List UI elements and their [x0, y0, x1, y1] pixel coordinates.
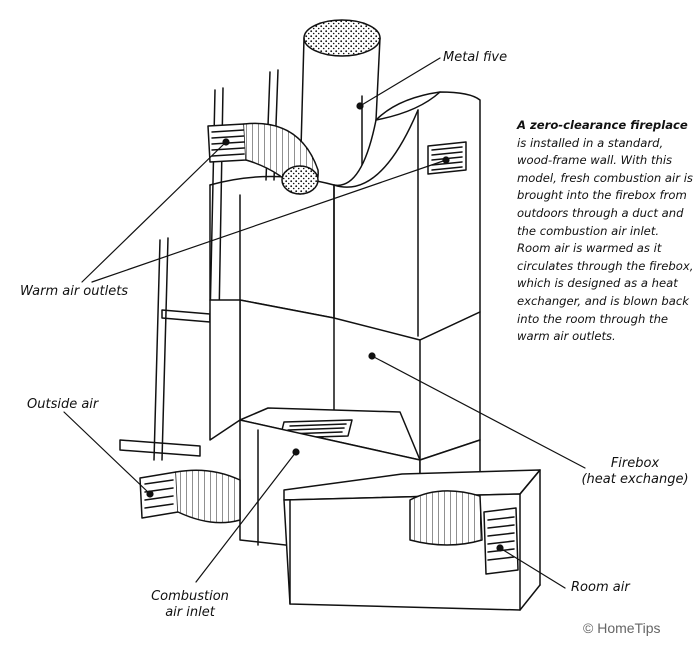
firebox-label-line2: (heat exchange) [581, 472, 689, 487]
description-text: A zero-clearance fireplace is installed … [517, 117, 695, 346]
warm-air-outlets-label: Warm air outlets [20, 284, 129, 299]
room-air-label: Room air [571, 580, 630, 595]
warm-air-outlet-left [207, 122, 319, 195]
description-body: is installed in a standard, wood-frame w… [517, 135, 694, 344]
firebox-label: Firebox (heat exchange) [580, 456, 690, 488]
leader-lines [63, 57, 586, 589]
combustion-label-line1: Combustion [151, 589, 229, 604]
metal-flue-label: Metal five [443, 50, 508, 65]
outside-air-duct [139, 469, 241, 524]
description-lead: A zero-clearance fireplace [517, 118, 688, 132]
firebox-label-line1: Firebox [610, 456, 660, 471]
combustion-label-line2: air inlet [165, 605, 215, 620]
outside-air-label: Outside air [27, 397, 99, 412]
room-air-duct [409, 490, 519, 575]
copyright-notice: © HomeTips [583, 620, 661, 636]
combustion-air-inlet-label: Combustion air inlet [140, 589, 240, 621]
